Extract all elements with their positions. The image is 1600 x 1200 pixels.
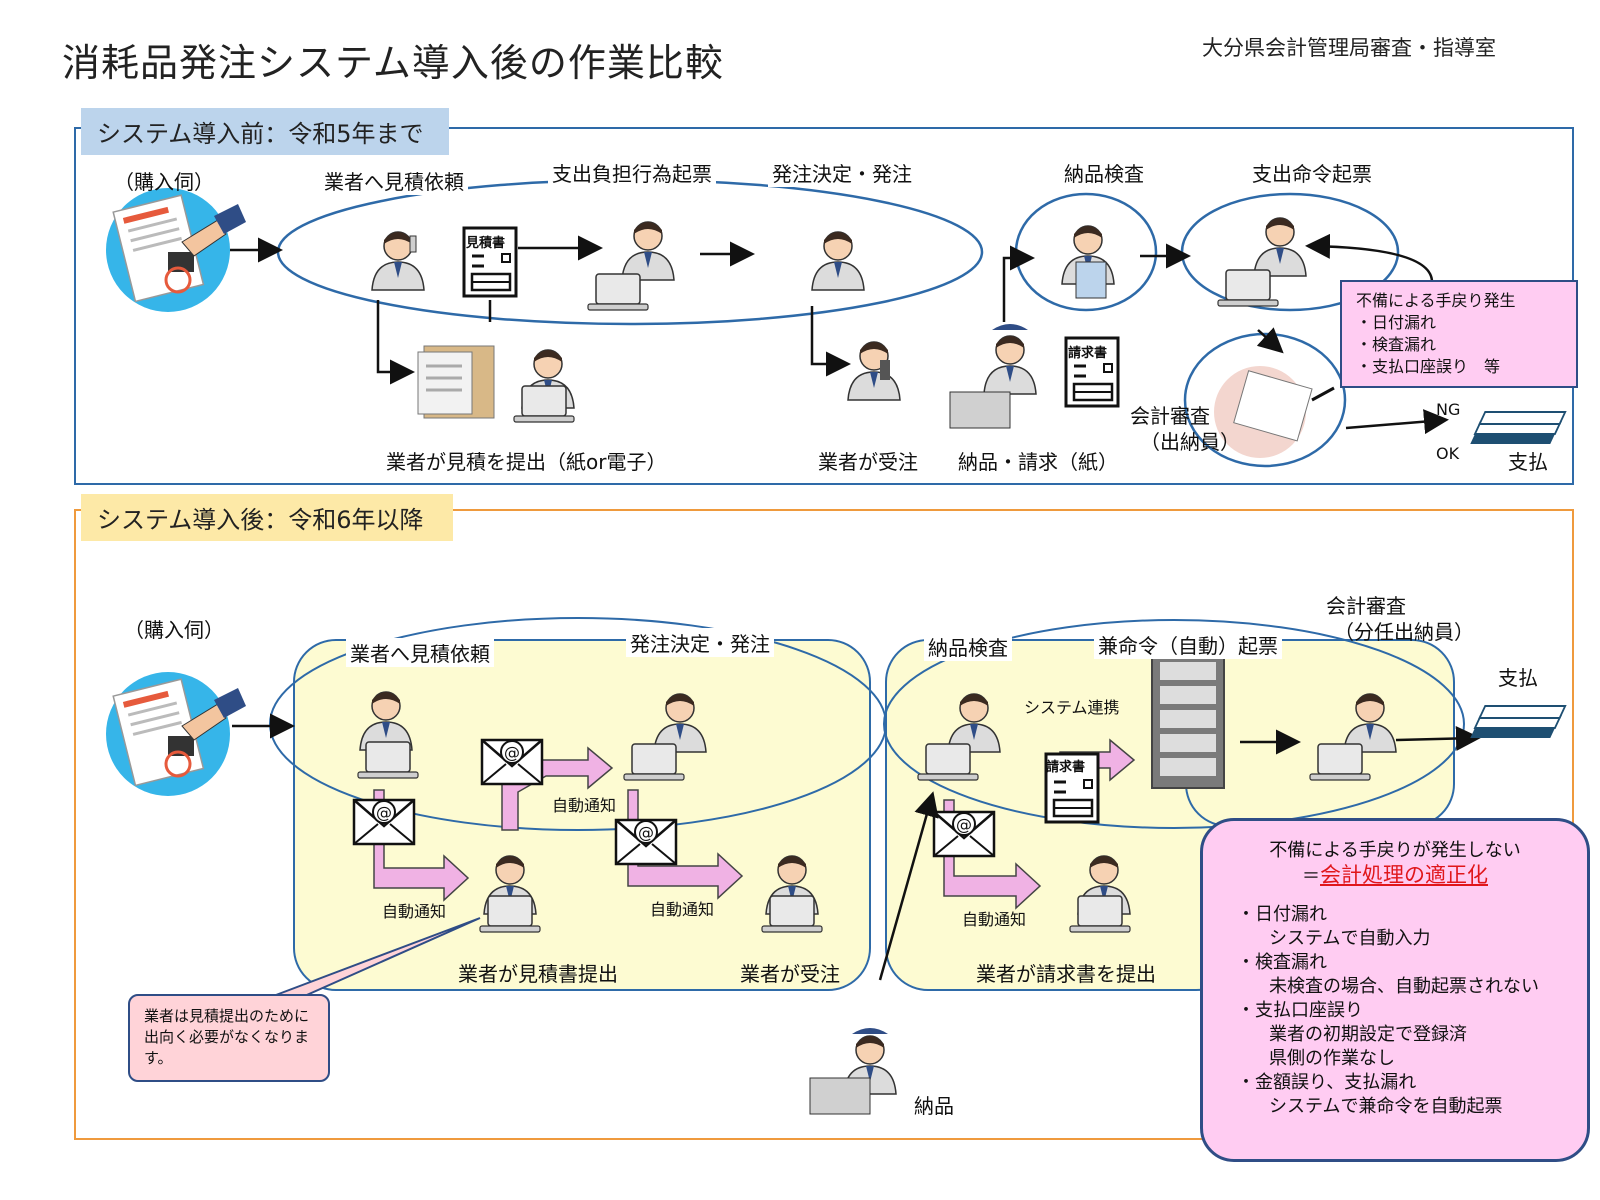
ok-label: OK [1436,444,1460,463]
benefit-item-label: ・支払口座誤り [1237,1000,1363,1021]
auto-notice-label-3: 自動通知 [650,900,715,919]
paper-stack-icon [417,345,495,419]
after-request-quote-label: 業者へ見積依頼 [346,638,494,667]
mail-icon-4 [932,810,996,858]
after-order-label: 発注決定・発注 [626,628,774,657]
vendor-pc-icon [513,349,575,423]
before-payment-order-label: 支出命令起票 [1252,162,1372,186]
benefit-header: 不備による手戻りが発生しない [1269,840,1521,861]
vendor-submit-quote-label: 業者が見積を提出（紙or電子） [386,450,667,474]
after-inspection-label: 納品検査 [924,632,1012,661]
staff-pc-icon-2 [1217,217,1307,307]
smartphone-person-icon [847,341,901,401]
stamp-document-icon [104,186,248,314]
vendor-quote-label: 業者が見積書提出 [458,962,618,986]
cash-icon-2 [1469,705,1567,739]
after-audit-label: 会計審査 [1326,594,1406,618]
issues-title: 不備による手戻り発生 [1356,291,1516,310]
before-request-quote-label: 業者へ見積依頼 [320,166,468,195]
auto-notice-label-2: 自動通知 [552,796,617,815]
before-audit-label: 会計審査 [1130,404,1210,428]
page-title: 消耗品発注システム導入後の作業比較 [62,41,724,85]
benefit-box: 不備による手戻りが発生しない ＝会計処理の適正化 ・日付漏れシステムで自動入力 … [1200,818,1590,1162]
benefit-item-label: ・日付漏れ [1237,904,1327,925]
courier-icon [949,324,1037,429]
organization-label: 大分県会計管理局審査・指導室 [1202,36,1496,60]
before-purchase-label: （購入伺） [114,170,214,194]
benefit-item-detail: 県側の作業なし [1269,1048,1395,1069]
stamp-document-icon-2 [104,670,248,798]
issue-item-3: ・支払口座誤り 等 [1356,357,1501,376]
mail-icon-3 [614,818,678,866]
after-audit-sub-label: （分任出納員） [1334,620,1474,644]
after-invoice-doc-label: 請求書 [1046,760,1086,775]
issue-item-1: ・日付漏れ [1356,313,1437,332]
sign-document-icon [1214,366,1335,458]
courier-icon-2 [809,1028,897,1115]
quote-doc-label: 見積書 [466,236,506,251]
after-pay-label: 支払 [1498,666,1538,690]
before-order-label: 発注決定・発注 [768,158,916,187]
benefit-item-label: ・金額誤り、支払漏れ [1237,1072,1417,1093]
before-audit-sub-label: （出納員） [1140,430,1240,454]
before-issues-box: 不備による手戻り発生 ・日付漏れ ・検査漏れ ・支払口座誤り 等 [1340,280,1578,388]
vendor-callout: 業者は見積提出のために出向く必要がなくなります。 [128,994,330,1082]
before-pay-label: 支払 [1508,450,1548,474]
clipboard-inspector-icon [1061,225,1115,299]
after-vendor-receive-label: 業者が受注 [740,962,840,986]
benefit-item-detail: システムで自動入力 [1269,928,1431,949]
mail-icon-2 [480,738,544,786]
section-label-before: システム導入前：令和5年まで [81,108,449,155]
ng-label: NG [1436,400,1461,419]
before-vendor-receive-label: 業者が受注 [818,450,918,474]
benefit-item-detail: 未検査の場合、自動起票されない [1269,976,1539,997]
issue-item-2: ・検査漏れ [1356,335,1437,354]
vendor-invoice-label: 業者が請求書を提出 [976,962,1156,986]
auto-notice-label-1: 自動通知 [382,902,447,921]
benefit-list: ・日付漏れシステムで自動入力 ・検査漏れ未検査の場合、自動起票されない ・支払口… [1237,903,1567,1119]
delivery-invoice-label: 納品・請求（紙） [958,450,1118,474]
staff-pc-icon [587,221,675,311]
delivery-label: 納品 [914,1094,954,1118]
benefit-highlight: 会計処理の適正化 [1320,863,1488,887]
benefit-item-detail: システムで兼命令を自動起票 [1269,1096,1503,1117]
after-purchase-label: （購入伺） [124,618,224,642]
mail-icon [352,798,416,846]
person-phone-icon [371,231,425,291]
section-label-after: システム導入後：令和6年以降 [81,494,453,541]
before-invoice-doc-label: 請求書 [1068,346,1108,361]
before-inspection-label: 納品検査 [1064,162,1144,186]
auto-notice-label-4: 自動通知 [962,910,1027,929]
benefit-item-label: ・検査漏れ [1237,952,1327,973]
benefit-prefix: ＝ [1302,866,1320,887]
server-icon [1151,651,1225,789]
before-expense-act-label: 支出負担行為起票 [548,158,716,187]
auto-order-label: 兼命令（自動）起票 [1094,630,1282,659]
system-link-label: システム連携 [1024,698,1120,717]
cash-icon [1469,411,1567,445]
benefit-item-detail: 業者の初期設定で登録済 [1269,1024,1467,1045]
person-phone-icon-2 [811,231,865,291]
